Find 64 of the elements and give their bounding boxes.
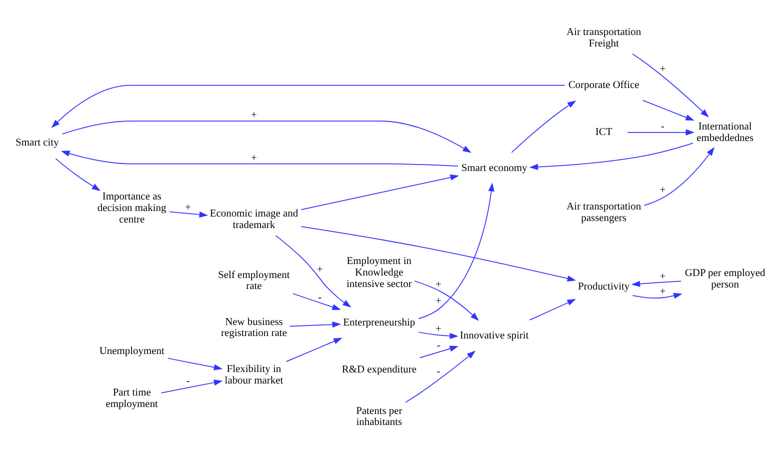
arrow (300, 174, 460, 210)
edge-label: - (186, 376, 190, 388)
edge-label: - (436, 340, 440, 352)
arrow (420, 346, 458, 358)
arrow (292, 293, 341, 310)
edge-label: - (660, 121, 664, 132)
arrow (642, 100, 694, 121)
edge-label: + (316, 264, 323, 276)
node-text: Part time employment (106, 388, 158, 410)
edge-label: + (660, 286, 666, 298)
node-text: Unemployment (99, 346, 164, 358)
edge-label: - (436, 366, 440, 378)
arrow (414, 280, 480, 321)
arrow (631, 280, 682, 287)
arrow (405, 350, 476, 403)
edge-label: + (436, 279, 442, 290)
arrow (529, 142, 694, 170)
arrow (286, 338, 342, 362)
node-text: Self employment rate (218, 270, 290, 292)
edge-label: + (251, 110, 257, 122)
edge-label: + (436, 296, 442, 307)
arrow (275, 235, 352, 308)
arrow (418, 332, 458, 340)
arrow (55, 158, 101, 191)
node-text: Corporate Office (568, 80, 640, 92)
node-text: Employment in Knowledge intensive sector (346, 256, 412, 290)
arrow (511, 100, 576, 153)
node-text: Smart city (16, 138, 59, 149)
arrow (632, 292, 682, 299)
node-text: Air transportation Freight (566, 27, 642, 50)
edge-label: + (185, 202, 192, 214)
edge-label: + (660, 271, 666, 282)
arrow (627, 129, 694, 136)
node-text: Productivity (578, 282, 630, 293)
edge-label: + (251, 152, 257, 164)
edge-label: + (436, 324, 442, 335)
arrow (289, 322, 342, 328)
arrow (60, 150, 458, 167)
edge-label: - (318, 292, 322, 304)
arrow (644, 147, 715, 206)
arrow (418, 182, 494, 320)
node-text: GDP per employed person (684, 268, 766, 290)
arrow (51, 84, 566, 128)
node-text: ICT (595, 127, 612, 138)
node-text: Smart economy (461, 162, 528, 174)
arrow (62, 120, 472, 153)
node-text: Innovative spirit (460, 330, 529, 342)
node-text: New business registration rate (221, 316, 287, 340)
node-text: Enterpreneurship (343, 317, 416, 328)
arrow (160, 380, 223, 394)
edge-label: + (660, 64, 666, 75)
node-text: Economic image and trademark (210, 208, 298, 232)
arrow (300, 226, 576, 282)
node-text: Flexibility in labour market (224, 364, 284, 386)
arrow (632, 54, 709, 118)
node-text: International embeddednes (696, 121, 754, 144)
arrow (167, 358, 223, 370)
node-text: R&D expenditure (342, 364, 416, 376)
node-text: Patents per inhabitants (356, 406, 402, 428)
node-text: Air transportation passengers (566, 202, 642, 224)
node-text: Importance as decision making centre (97, 192, 166, 226)
arrow (169, 211, 208, 218)
arrow (529, 299, 576, 320)
edge-label: + (660, 185, 666, 196)
